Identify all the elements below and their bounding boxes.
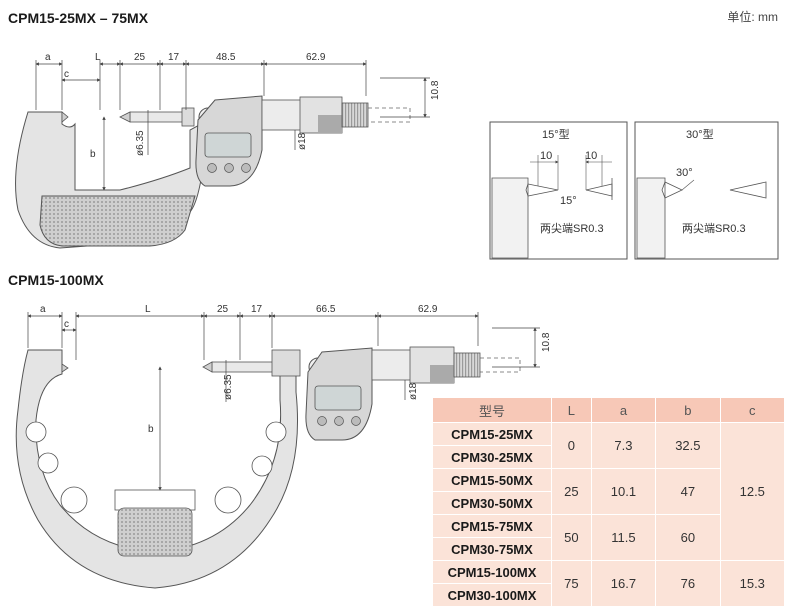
top-dim-17: 17 bbox=[168, 52, 180, 63]
bottom-dim-phi18: ø18 bbox=[408, 382, 419, 400]
model-cell: CPM30-25MX bbox=[432, 445, 552, 469]
value-L: 0 bbox=[551, 422, 592, 469]
header-L: L bbox=[551, 397, 592, 423]
value-a: 10.1 bbox=[590, 468, 657, 515]
top-dimension-lines bbox=[35, 60, 430, 191]
table-row: CPM30-25MX bbox=[432, 445, 785, 469]
bottom-dim-b: b bbox=[148, 424, 154, 435]
header-a: a bbox=[590, 397, 657, 423]
tip-detail-15 bbox=[489, 121, 628, 260]
top-dim-62: 62.9 bbox=[306, 52, 326, 63]
value-b: 60 bbox=[655, 514, 721, 561]
bottom-dim-phi635: ø6.35 bbox=[223, 374, 234, 400]
tip15-note: 两尖端SR0.3 bbox=[540, 222, 604, 235]
top-dim-c: c bbox=[64, 69, 69, 80]
header-model: 型号 bbox=[432, 397, 552, 423]
micrometer-top bbox=[15, 95, 411, 249]
table-row: CPM15-25MX 0 7.3 32.5 12.5 bbox=[432, 422, 786, 561]
value-L: 50 bbox=[551, 514, 592, 561]
bottom-dim-a: a bbox=[40, 304, 46, 315]
tip15-title: 15°型 bbox=[542, 127, 570, 141]
model-cell: CPM15-75MX bbox=[432, 514, 552, 538]
bottom-dimension-lines bbox=[27, 312, 540, 491]
table-row: CPM15-75MX 50 11.5 60 bbox=[432, 514, 785, 561]
header-b: b bbox=[655, 397, 721, 423]
tip15-dim1: 10 bbox=[540, 150, 552, 162]
top-dim-b: b bbox=[90, 149, 96, 160]
value-L: 25 bbox=[551, 468, 592, 515]
tip15-angle: 15° bbox=[560, 195, 577, 207]
table-row: CPM15-50MX 25 10.1 47 bbox=[432, 468, 785, 515]
bottom-dim-66: 66.5 bbox=[316, 304, 336, 315]
value-c: 15.3 bbox=[719, 560, 786, 607]
value-b: 32.5 bbox=[655, 422, 721, 469]
tip30-title: 30°型 bbox=[686, 127, 714, 141]
bottom-dim-c: c bbox=[64, 319, 69, 330]
value-a: 7.3 bbox=[590, 422, 657, 469]
header-c: c bbox=[719, 397, 786, 423]
tip-detail-30 bbox=[634, 121, 779, 260]
table-row: CPM30-75MX bbox=[432, 537, 785, 561]
top-dim-25: 25 bbox=[134, 52, 146, 63]
top-dim-48: 48.5 bbox=[216, 52, 236, 63]
micrometer-bottom bbox=[15, 346, 521, 589]
top-dim-a: a bbox=[45, 52, 51, 63]
model-cell: CPM15-25MX bbox=[432, 422, 552, 446]
value-a: 11.5 bbox=[590, 514, 657, 561]
tip30-angle: 30° bbox=[676, 167, 693, 179]
top-dim-phi635: ø6.35 bbox=[135, 130, 146, 156]
model-cell: CPM30-50MX bbox=[432, 491, 552, 515]
title-bottom: CPM15-100MX bbox=[8, 272, 104, 288]
tip30-note: 两尖端SR0.3 bbox=[682, 222, 746, 235]
bottom-dim-10-8: 10.8 bbox=[541, 332, 552, 352]
spec-table: 型号 L a b c CPM15-25MX 0 7.3 32.5 12.5 CP… bbox=[432, 397, 786, 607]
top-dim-phi18: ø18 bbox=[297, 132, 308, 150]
bottom-dim-17: 17 bbox=[251, 304, 263, 315]
value-b: 47 bbox=[655, 468, 721, 515]
value-a: 16.7 bbox=[590, 560, 657, 607]
model-cell: CPM15-100MX bbox=[432, 560, 552, 584]
value-c: 12.5 bbox=[719, 422, 786, 561]
model-cell: CPM30-100MX bbox=[432, 583, 552, 607]
top-dim-L: L bbox=[95, 52, 101, 63]
table-row: CPM15-100MX 75 16.7 76 15.3 bbox=[432, 560, 786, 607]
model-cell: CPM15-50MX bbox=[432, 468, 552, 492]
title-top: CPM15-25MX – 75MX bbox=[8, 10, 149, 26]
bottom-dim-25: 25 bbox=[217, 304, 229, 315]
tip15-dim2: 10 bbox=[585, 150, 597, 162]
value-L: 75 bbox=[551, 560, 592, 607]
top-dim-10-8: 10.8 bbox=[430, 80, 441, 100]
unit-label: 单位: mm bbox=[727, 10, 778, 24]
model-cell: CPM30-75MX bbox=[432, 537, 552, 561]
value-b: 76 bbox=[655, 560, 721, 607]
bottom-dim-62: 62.9 bbox=[418, 304, 438, 315]
bottom-dim-L: L bbox=[145, 304, 151, 315]
